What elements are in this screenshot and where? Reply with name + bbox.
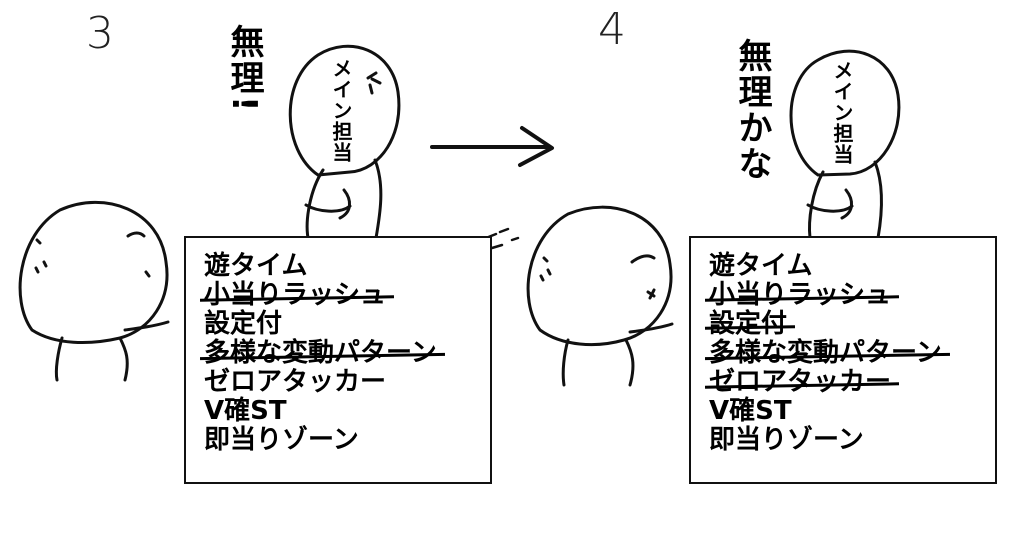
standing-character-left [288, 44, 401, 240]
list-item-struck: 多様な変動パターン [204, 338, 437, 368]
list-item: 即当りゾーン [204, 425, 359, 455]
feature-list-panel-3: 遊タイム 小当りラッシュ 設定付 多様な変動パターン ゼロアタッカー V確ST … [184, 236, 492, 484]
seated-character-left [18, 200, 170, 382]
list-item: V確ST [709, 396, 792, 426]
head-label-panel-4: メイン担当 [830, 60, 854, 165]
speech-panel-4: 無理かな [732, 38, 772, 182]
feature-list-panel-4: 遊タイム 小当りラッシュ 設定付 多様な変動パターン ゼロアタッカー V確ST … [689, 236, 997, 484]
speech-panel-3: 無理! [224, 24, 264, 114]
list-item: 遊タイム [709, 251, 813, 281]
panel-number-4: 4 [598, 4, 626, 55]
list-item-struck: 小当りラッシュ [709, 280, 892, 310]
head-label-panel-3: メイン担当 [329, 58, 353, 163]
seated-character-right [526, 205, 674, 387]
list-item-struck: 多様な変動パターン [709, 338, 942, 368]
list-item-struck: 小当りラッシュ [204, 280, 387, 310]
panel-number-3: 3 [86, 8, 114, 59]
arrow [430, 126, 554, 167]
list-item-struck: ゼロアタッカー [709, 367, 892, 397]
standing-character-right [789, 49, 901, 240]
list-item: 即当りゾーン [709, 425, 864, 455]
list-item-struck: 設定付 [709, 309, 788, 339]
list-item: ゼロアタッカー [204, 367, 387, 397]
list-item: 設定付 [204, 309, 283, 339]
list-item: 遊タイム [204, 251, 308, 281]
list-item: V確ST [204, 396, 287, 426]
